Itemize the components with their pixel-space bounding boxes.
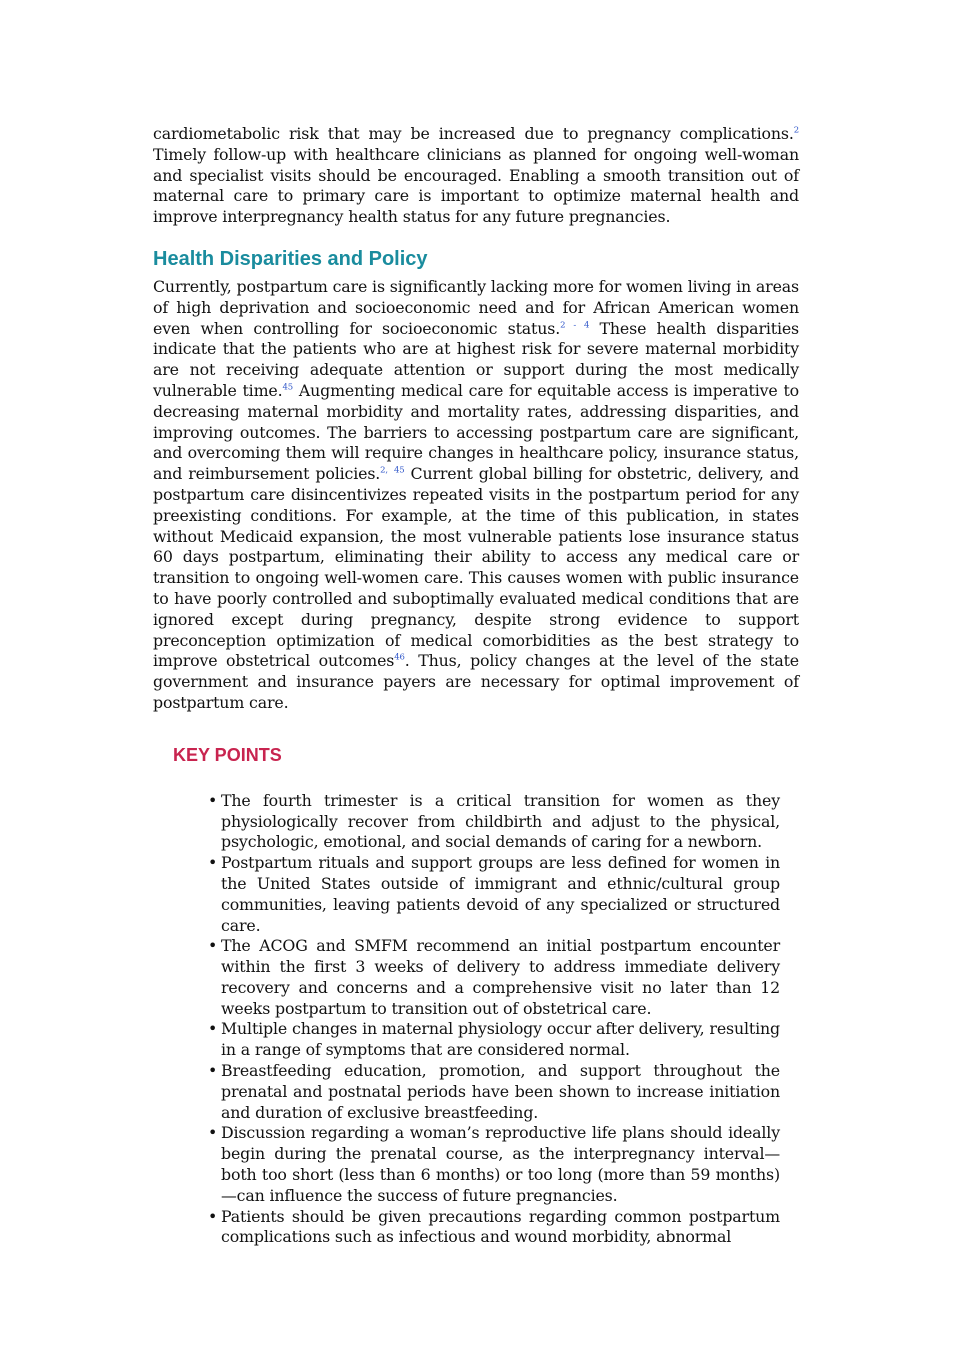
citation-link[interactable]: 2 [793,125,799,136]
intro-text-2: Timely follow-up with healthcare clinici… [153,144,799,227]
key-points-list: •The fourth trimester is a critical tran… [208,791,780,1249]
key-point-text: Postpartum rituals and support groups ar… [221,853,780,935]
bullet-icon: • [208,790,218,810]
key-point-item: •Patients should be given precautions re… [208,1207,780,1249]
bullet-icon: • [208,936,218,956]
section-text-5: . Thus, policy changes at the level of t… [153,651,800,712]
section-heading: Health Disparities and Policy [153,247,428,270]
key-point-text: Breastfeeding education, promotion, and … [221,1061,780,1122]
section-paragraph: Currently, postpartum care is significan… [153,277,799,714]
key-point-item: •The fourth trimester is a critical tran… [208,791,780,853]
key-points-title: KEY POINTS [173,744,282,765]
intro-paragraph: cardiometabolic risk that may be increas… [153,124,799,228]
intro-text-1: cardiometabolic risk that may be increas… [153,124,794,143]
section-text-1: Currently, postpartum care is significan… [153,276,799,338]
key-point-text: Multiple changes in maternal physiology … [221,1019,780,1060]
key-point-text: The ACOG and SMFM recommend an initial p… [221,936,780,1018]
bullet-icon: • [208,1123,218,1143]
bullet-icon: • [208,1061,218,1081]
key-point-item: •Multiple changes in maternal physiology… [208,1019,780,1061]
key-point-item: •Breastfeeding education, promotion, and… [208,1061,780,1123]
page-content: cardiometabolic risk that may be increas… [153,124,799,1248]
bullet-icon: • [208,1019,218,1039]
section-text-4: Current global billing for obstetric, de… [153,464,800,671]
key-point-item: •The ACOG and SMFM recommend an initial … [208,936,780,1019]
key-point-text: Patients should be given precautions reg… [221,1206,780,1247]
citation-link[interactable]: 45 [282,382,294,393]
key-point-text: Discussion regarding a woman’s reproduct… [221,1123,780,1205]
citation-link[interactable]: 2 - 4 [560,320,590,331]
key-point-text: The fourth trimester is a critical trans… [221,790,780,852]
citation-link[interactable]: 46 [394,653,405,664]
key-point-item: •Postpartum rituals and support groups a… [208,853,780,936]
citation-link[interactable]: 2, [380,465,388,476]
bullet-icon: • [208,1206,218,1226]
section-text-3: Augmenting medical care for equitable ac… [153,380,800,484]
key-point-item: •Discussion regarding a woman’s reproduc… [208,1123,780,1206]
section-text-2: These health disparities indicate that t… [153,318,800,400]
citation-link[interactable]: 45 [393,465,405,476]
bullet-icon: • [208,853,218,873]
